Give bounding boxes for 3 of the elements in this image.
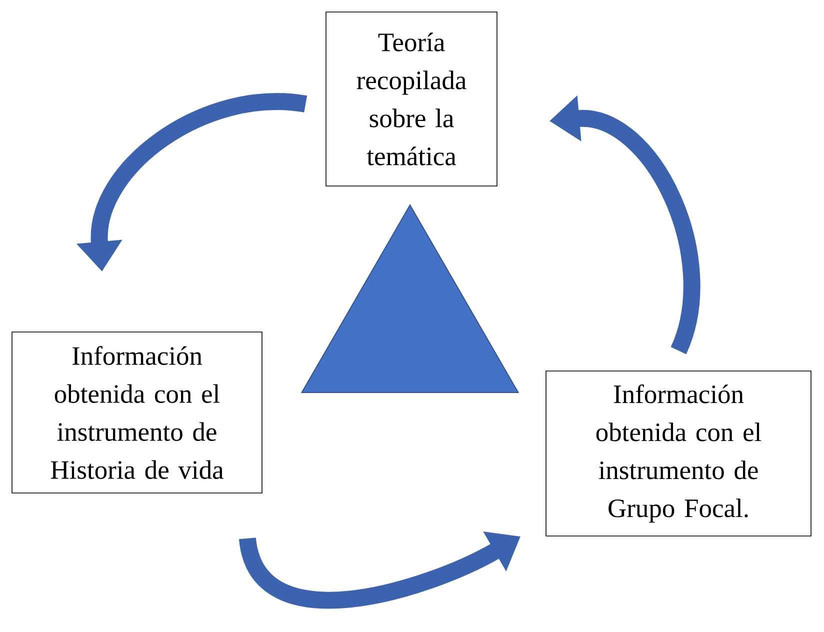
text-box: Teoría recopilada sobre la temática bbox=[326, 12, 498, 186]
text-box: Información obtenida con el instrumento de Historia de vida bbox=[12, 332, 262, 494]
text-box: Información obtenida con el instrumento de Grupo Focal. bbox=[546, 370, 812, 536]
